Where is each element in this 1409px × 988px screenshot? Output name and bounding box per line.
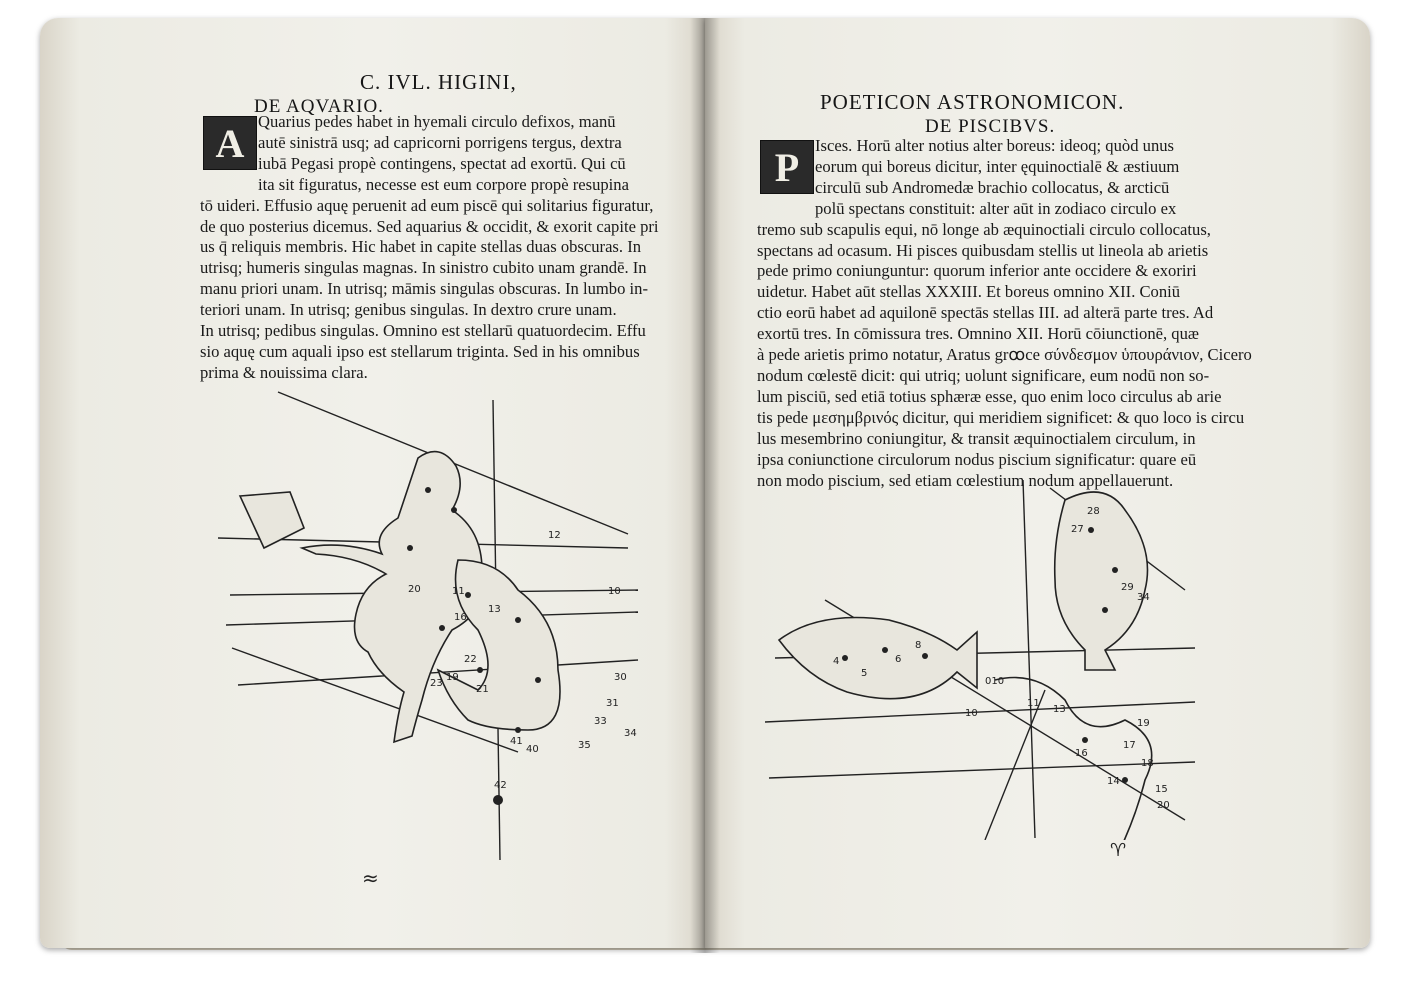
star-number-label: 19 — [446, 672, 459, 683]
right-running-head: POETICON ASTRONOMICON. — [820, 90, 1125, 114]
right-section-title: DE PISCIBVS. — [925, 116, 1056, 137]
left-body-text: Quarius pedes habet in hyemali circulo d… — [200, 112, 659, 384]
pisces-fish-figures — [777, 491, 1153, 840]
text-line: us q̄ reliquis membris. Hic habet in cap… — [200, 237, 642, 257]
star-number-label: 17 — [1123, 740, 1136, 751]
text-line: spectans ad ocasum. Hi pisces quibusdam … — [757, 240, 1209, 260]
star-number-label: 18 — [1141, 758, 1154, 769]
left-decorated-initial: A — [203, 116, 257, 170]
text-line: sio aquę cum aquali ipso est stellarum t… — [200, 341, 640, 361]
star-number-label: 35 — [578, 740, 591, 751]
text-line: circulū sub Andromedæ brachio collocatus… — [815, 177, 1170, 197]
text-line: tō uideri. Effusio aquę peruenit ad eum … — [200, 195, 654, 215]
text-line: uidetur. Habet aūt stellas XXXIII. Et bo… — [757, 282, 1181, 302]
star-number-label: 20 — [408, 584, 421, 595]
star-number-label: 19 — [1137, 718, 1150, 729]
star-number-label: 10 — [608, 586, 621, 597]
text-line: tremo sub scapulis equi, nō longe ab æqu… — [757, 219, 1211, 239]
star-number-label: 31 — [606, 698, 619, 709]
pisces-star-markers — [842, 527, 1128, 783]
text-line: manu priori unam. In utrisq; māmis singu… — [200, 279, 648, 299]
text-line: eorum qui boreus dicitur, inter ęquinoct… — [815, 156, 1180, 176]
text-line: autē sinistrā usq; ad capricorni porrige… — [258, 132, 622, 152]
star-number-label: 10 — [965, 708, 978, 719]
star-number-label: 30 — [614, 672, 627, 683]
text-line: non modo piscium, sed etiam cœlestium no… — [757, 470, 1174, 490]
star-number-label: 22 — [464, 654, 477, 665]
star-number-label: 8 — [915, 640, 921, 651]
left-running-head: C. IVL. HIGINI, — [360, 70, 517, 94]
star-number-label: 11 — [1027, 698, 1040, 709]
star-number-label: 28 — [1087, 506, 1100, 517]
text-line: pede primo coniunguntur: quorum inferior… — [757, 261, 1197, 281]
aquarius-star-markers — [407, 487, 541, 805]
star-number-label: 27 — [1071, 524, 1084, 535]
text-line: de quo posterius dicemus. Sed aquarius &… — [200, 216, 659, 236]
text-line: lus mesembrino coniungitur, & transit æq… — [757, 428, 1196, 448]
text-line: à pede arietis primo notatur, Aratus grꝏ… — [757, 345, 1252, 365]
star-number-label: 13 — [1053, 704, 1066, 715]
left-page: C. IVL. HIGINI, DE AQVARIO. A Quarius pe… — [40, 18, 705, 948]
star-number-label: 40 — [526, 744, 539, 755]
star-number-label: 4 — [833, 656, 839, 667]
left-section-title: DE AQVARIO. — [254, 96, 384, 117]
text-line: nodum cœlestē dicit: qui utriq; uolunt s… — [757, 365, 1210, 385]
text-line: prima & nouissima clara. — [200, 362, 368, 382]
star-number-label: 33 — [594, 716, 607, 727]
text-line: tis pede μεσημβρινός dicitur, qui meridi… — [757, 407, 1245, 427]
star-number-label: 16 — [454, 612, 467, 623]
star-number-label: 23 — [430, 678, 443, 689]
text-line: lum pisciū, sed etiā totius sphæræ esse,… — [757, 386, 1222, 406]
aquarius-figure — [238, 450, 561, 744]
text-line: teriori unam. In utrisq; genibus singula… — [200, 300, 617, 320]
star-number-label: 29 — [1121, 582, 1134, 593]
text-line: Isces. Horū alter notius alter boreus: i… — [815, 136, 1174, 155]
star-number-label: 11 — [452, 586, 465, 597]
star-number-label: 21 — [476, 684, 489, 695]
right-decorated-initial: P — [760, 140, 814, 194]
star-number-label: 34 — [1137, 592, 1150, 603]
text-line: exortū tres. In cōmissura tres. Omnino X… — [757, 324, 1199, 344]
right-body-text: Isces. Horū alter notius alter boreus: i… — [757, 136, 1252, 491]
star-number-label: 6 — [895, 654, 901, 665]
text-line: Quarius pedes habet in hyemali circulo d… — [258, 112, 616, 131]
star-number-label: 41 — [510, 736, 523, 747]
book-gutter-shadow — [690, 18, 720, 953]
star-number-label: 16 — [1075, 748, 1088, 759]
star-number-label: 13 — [488, 604, 501, 615]
star-number-label: 12 — [548, 530, 561, 541]
text-line: ita sit figuratus, necesse est eum corpo… — [258, 174, 629, 194]
text-line: In utrisq; pedibus singulas. Omnino est … — [200, 321, 646, 341]
right-page: POETICON ASTRONOMICON. DE PISCIBVS. P Is… — [705, 18, 1370, 948]
star-number-label: 20 — [1157, 800, 1170, 811]
star-number-label: 15 — [1155, 784, 1168, 795]
text-line: polū spectans constituit: alter aūt in z… — [815, 198, 1177, 218]
text-line: utrisq; humeris singulas magnas. In sini… — [200, 258, 647, 278]
star-number-label: 34 — [624, 728, 637, 739]
star-number-label: 42 — [494, 780, 507, 791]
star-number-label: 5 — [861, 668, 867, 679]
aquarius-zodiac-sign: ≈ — [362, 866, 379, 890]
text-line: ctio eorū habet ad aquilonē spectās stel… — [757, 303, 1214, 323]
star-number-label: 14 — [1107, 776, 1120, 787]
text-line: iubā Pegasi propè contingens, spectat ad… — [258, 153, 626, 173]
star-number-label: 010 — [985, 676, 1004, 687]
open-book: C. IVL. HIGINI, DE AQVARIO. A Quarius pe… — [40, 18, 1375, 953]
aries-zodiac-sign: ♈ — [1110, 840, 1127, 861]
text-line: ipsa coniunctione circulorum nodus pisci… — [757, 449, 1197, 469]
